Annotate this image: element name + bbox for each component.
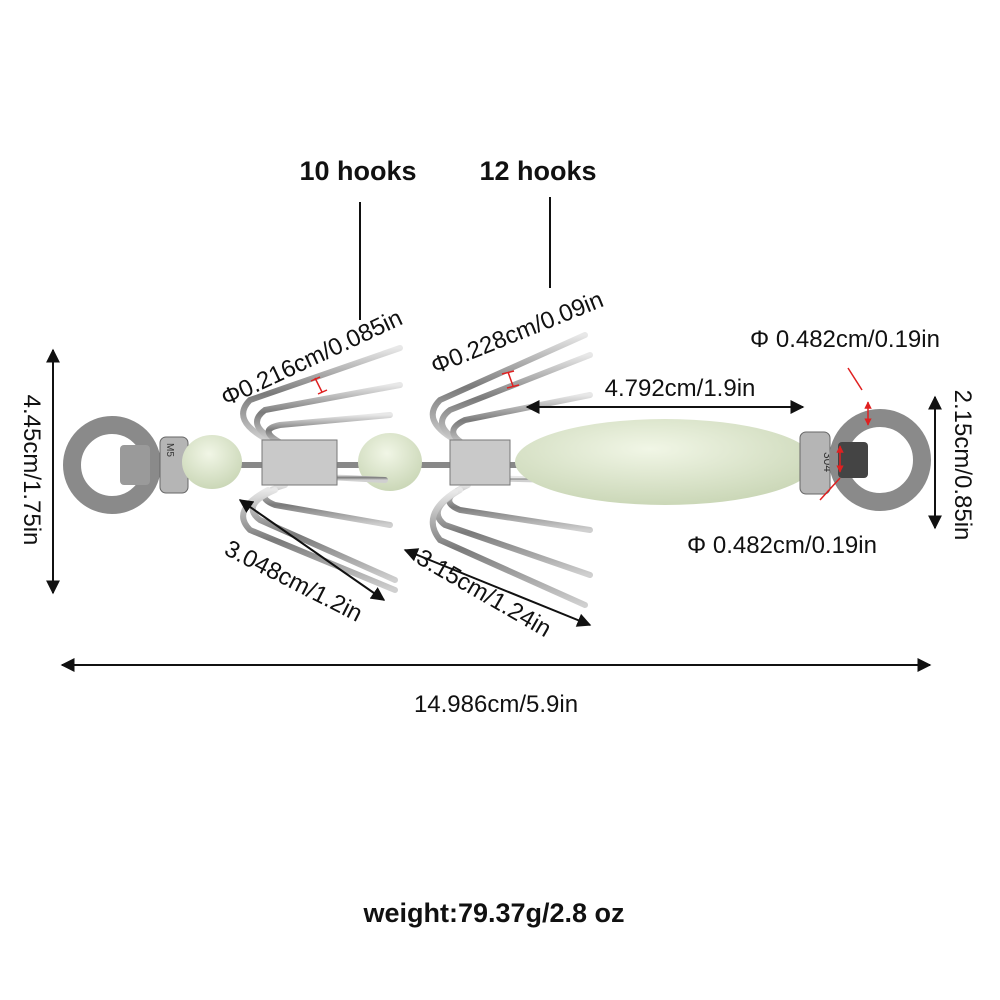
left-nut <box>120 445 150 485</box>
hook-cluster-12 <box>429 332 593 608</box>
arrow-hook-length-12 <box>403 548 592 627</box>
squid-jig-product: 304 M5 <box>63 332 931 608</box>
label-ring-wire-bottom: Φ 0.482cm/0.19in <box>687 532 877 559</box>
arrow-hook-length-10 <box>238 499 386 601</box>
left-eye-ring <box>63 416 161 514</box>
red-diameter-marks <box>310 367 872 501</box>
label-ring-wire-top: Φ 0.482cm/0.19in <box>750 326 940 353</box>
glow-bead-body <box>515 419 815 505</box>
nut-mark-left: M5 <box>164 443 175 457</box>
label-bead-length: 4.792cm/1.9in <box>605 375 756 402</box>
right-nut <box>838 442 868 478</box>
label-total-height: 4.45cm/1.75in <box>18 395 45 546</box>
label-12-hooks: 12 hooks <box>479 156 596 186</box>
label-total-length: 14.986cm/5.9in <box>414 691 578 718</box>
label-ring-height: 2.15cm/0.85in <box>949 390 976 541</box>
label-weight: weight:79.37g/2.8 oz <box>362 898 624 928</box>
small-bead-2 <box>358 433 422 491</box>
label-10-hooks: 10 hooks <box>299 156 416 186</box>
dimension-lines <box>46 197 942 672</box>
small-bead-1 <box>182 435 242 489</box>
